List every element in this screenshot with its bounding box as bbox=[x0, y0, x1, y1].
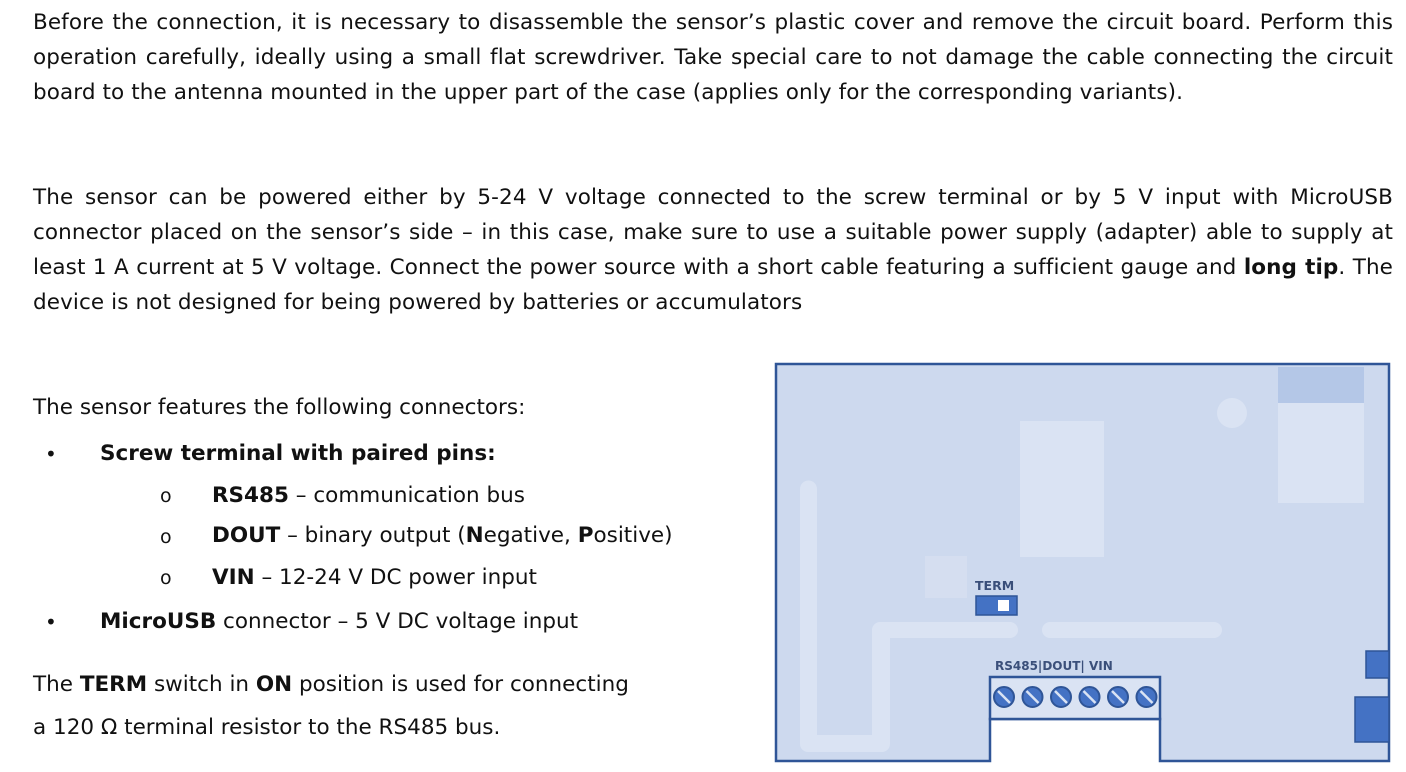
dout-name: DOUT bbox=[212, 523, 281, 548]
term-bold: TERM bbox=[79, 672, 148, 697]
t: switch in bbox=[147, 672, 256, 697]
screw-terminal-block bbox=[988, 675, 1162, 721]
power-paragraph: The sensor can be powered either by 5-24… bbox=[33, 180, 1393, 320]
power-text: The sensor can be powered either by 5-24… bbox=[33, 185, 1393, 280]
screw-slot bbox=[1082, 690, 1097, 704]
screw-slot bbox=[1054, 690, 1068, 704]
t: position is used for connecting bbox=[292, 672, 629, 697]
dout-item: DOUT – binary output (Negative, Positive… bbox=[212, 523, 673, 548]
dout-p: P bbox=[577, 523, 594, 548]
sub-bullet: o bbox=[160, 485, 172, 507]
sub-bullet: o bbox=[160, 567, 172, 589]
small-chip bbox=[925, 556, 967, 598]
microusb-item: MicroUSB connector – 5 V DC voltage inpu… bbox=[100, 609, 578, 634]
term-text-line2: a 120 Ω terminal resistor to the RS485 b… bbox=[33, 715, 501, 740]
microusb-connector bbox=[1354, 696, 1390, 743]
power-text-end: . The device is not designed for being p… bbox=[33, 255, 1393, 315]
dout-n: N bbox=[465, 523, 484, 548]
intro-paragraph: Before the connection, it is necessary t… bbox=[33, 10, 1393, 105]
rs485-name: RS485 bbox=[212, 483, 289, 508]
long-tip-text: long tip bbox=[1243, 255, 1339, 280]
chip-area bbox=[1020, 421, 1104, 557]
term-switch bbox=[975, 595, 1018, 616]
screw-terminal-label: Screw terminal with paired pins: bbox=[100, 441, 496, 466]
antenna-connector bbox=[1278, 367, 1364, 403]
vin-desc: – 12-24 V DC power input bbox=[254, 565, 537, 590]
trace-strip-2 bbox=[1042, 622, 1222, 638]
rs485-desc: – communication bus bbox=[288, 483, 525, 508]
vin-item: VIN – 12-24 V DC power input bbox=[212, 565, 537, 590]
dout-neg: egative, bbox=[483, 523, 578, 548]
connectors-intro: The sensor features the following connec… bbox=[33, 395, 526, 420]
screw-slot bbox=[1139, 690, 1154, 704]
screw-terminal-item: Screw terminal with paired pins: bbox=[100, 441, 496, 466]
screw-slot bbox=[997, 690, 1011, 704]
on-bold: ON bbox=[255, 672, 293, 697]
term-text-line1: The TERM switch in ON position is used f… bbox=[33, 672, 629, 697]
side-connector-1 bbox=[1365, 650, 1390, 679]
dout-pos: ositive) bbox=[593, 523, 673, 548]
module-area bbox=[1278, 403, 1364, 503]
usb-desc: connector – 5 V DC voltage input bbox=[216, 609, 579, 634]
screws bbox=[993, 686, 1158, 708]
bullet: • bbox=[45, 442, 57, 466]
terminal-label: RS485|DOUT| VIN bbox=[995, 659, 1113, 673]
sub-bullet: o bbox=[160, 526, 172, 548]
term-switch-knob bbox=[998, 600, 1009, 611]
usb-name: MicroUSB bbox=[100, 609, 217, 634]
t: The bbox=[33, 672, 80, 697]
mounting-hole bbox=[1217, 398, 1247, 428]
dout-desc: – binary output ( bbox=[280, 523, 466, 548]
bullet: • bbox=[45, 610, 57, 634]
screw-slot bbox=[1111, 690, 1125, 704]
rs485-item: RS485 – communication bus bbox=[212, 483, 525, 508]
term-switch-label: TERM bbox=[975, 578, 1014, 593]
screw-slot bbox=[1025, 690, 1040, 704]
vin-name: VIN bbox=[212, 565, 255, 590]
